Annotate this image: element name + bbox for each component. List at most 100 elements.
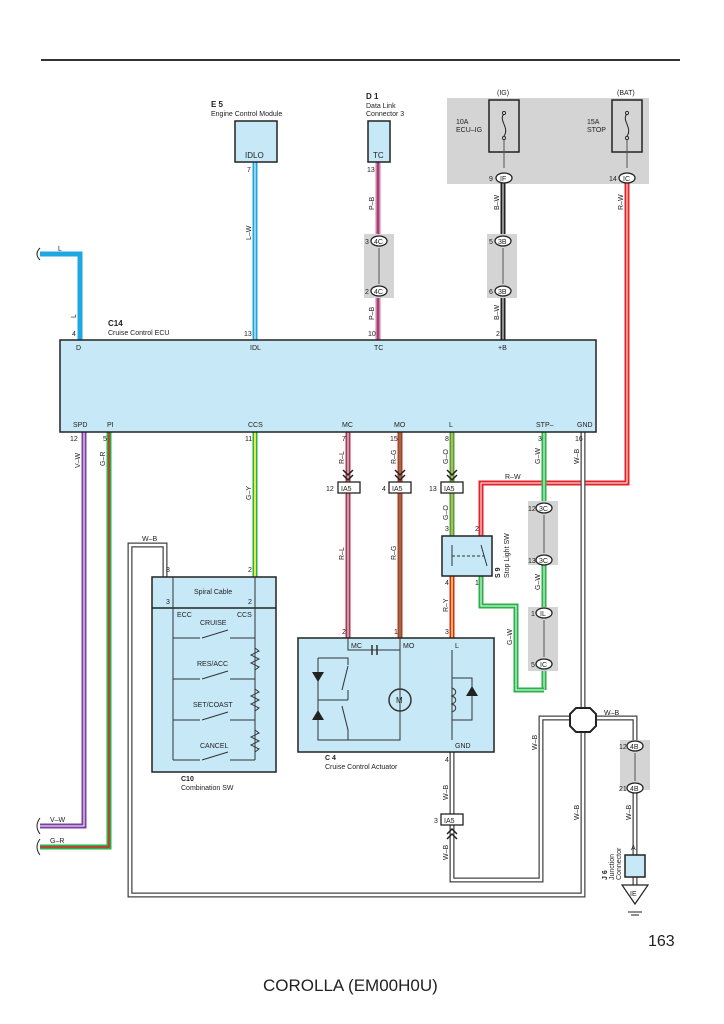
svg-text:IC: IC: [540, 662, 547, 669]
dlc-name1: Data Link: [366, 103, 396, 110]
stop-light-switch: [441, 535, 493, 577]
page-number: 163: [648, 933, 675, 950]
ecm-box: [234, 120, 278, 163]
ecu-pin-spd: SPD: [73, 422, 87, 429]
svg-text:12: 12: [326, 486, 334, 493]
fuse-bat-rating: 15A: [587, 119, 600, 126]
ecu-code: C14: [108, 319, 123, 328]
svg-text:R–G: R–G: [391, 450, 398, 464]
ecu-pin-mo-num: 15: [390, 436, 398, 443]
svg-text:12: 12: [619, 744, 627, 751]
svg-text:P–B: P–B: [369, 306, 376, 320]
fuse-block-shade: [447, 98, 649, 184]
ecu-pin-mc-num: 7: [342, 436, 346, 443]
ecm-code: E 5: [211, 100, 224, 109]
combo-top-pin-left: 3: [166, 567, 170, 574]
ecm-name: Engine Control Module: [211, 111, 282, 118]
svg-text:3B: 3B: [498, 289, 507, 296]
svg-text:IA5: IA5: [392, 486, 403, 493]
act-pin-mo: MO: [403, 643, 415, 650]
footer-model: COROLLA (EM00H0U): [263, 976, 438, 995]
ecu-pin-idl: IDL: [250, 345, 261, 352]
ecu-pin-tc: TC: [374, 345, 383, 352]
ecc-label: ECC: [177, 612, 192, 619]
svg-text:G–R: G–R: [50, 838, 64, 845]
svg-text:4B: 4B: [630, 744, 639, 751]
act-pin-mc: MC: [351, 643, 362, 650]
svg-text:W–B: W–B: [626, 805, 633, 821]
svg-text:5: 5: [531, 662, 535, 669]
sls-pin-2: 2: [475, 526, 479, 533]
svg-text:6: 6: [489, 289, 493, 296]
switch-res-acc: RES/ACC: [197, 661, 228, 668]
svg-text:B–W: B–W: [494, 194, 501, 210]
svg-text:13: 13: [528, 558, 536, 565]
motor-icon: M: [396, 696, 403, 705]
fuse-bat-connector-pin: 14: [609, 176, 617, 183]
spiral-cable-label: Spiral Cable: [194, 589, 232, 596]
dlc-code: D 1: [366, 92, 379, 101]
svg-text:W–B: W–B: [574, 449, 581, 465]
fuse-bat-source: (BAT): [617, 90, 635, 97]
svg-text:L: L: [58, 246, 62, 253]
connector-ovals: [370, 172, 644, 794]
ecu-pin-stp-num: 3: [538, 436, 542, 443]
fuse-bat-connector: IC: [623, 176, 630, 183]
ecm-pin-name: IDLO: [245, 151, 264, 160]
svg-text:3C: 3C: [539, 506, 548, 513]
ecu-pin-ccs-num: 11: [245, 436, 252, 443]
dlc-pin: 13: [367, 167, 375, 174]
svg-text:L–W: L–W: [246, 225, 253, 240]
svg-text:R–L: R–L: [339, 547, 346, 560]
svg-text:L: L: [71, 314, 78, 318]
svg-text:IL: IL: [540, 611, 546, 618]
ia5-chevrons: [342, 469, 458, 840]
svg-text:IA5: IA5: [444, 818, 455, 825]
ecu-pin-spd-num: 12: [70, 436, 78, 443]
ecu-pin-gnd: GND: [577, 422, 593, 429]
act-pin-gnd: GND: [455, 743, 471, 750]
act-code: C 4: [325, 755, 336, 762]
fuse-ig-name: ECU–IG: [456, 127, 482, 134]
sls-pin-3: 3: [445, 526, 449, 533]
ecu-pin-l-num: 8: [445, 436, 449, 443]
act-num-mc: 2: [342, 629, 346, 636]
ecu-pin-idl-num: 13: [244, 331, 252, 338]
ecu-pin-d-num: 4: [72, 331, 76, 338]
ccs-label: CCS: [237, 612, 252, 619]
svg-text:R–L: R–L: [339, 451, 346, 464]
act-num-l: 3: [445, 629, 449, 636]
ecu-pin-d: D: [76, 345, 81, 352]
fuse-stop: [611, 99, 643, 168]
svg-text:V–W: V–W: [50, 817, 66, 824]
splice-point: [569, 707, 597, 733]
ecu-pin-pi: PI: [107, 422, 114, 429]
ecm-pin: 7: [247, 167, 251, 174]
fuse-bat-name: STOP: [587, 127, 606, 134]
svg-text:G–W: G–W: [507, 629, 514, 645]
combo-spiral-pin-right: 2: [248, 599, 252, 606]
combo-code: C10: [181, 776, 194, 783]
ia5-boxes: [337, 481, 464, 826]
switch-cruise: CRUISE: [200, 620, 227, 627]
svg-text:3C: 3C: [539, 558, 548, 565]
wire-wb: [127, 432, 638, 898]
svg-text:G–O: G–O: [443, 449, 450, 464]
svg-text:B–W: B–W: [494, 304, 501, 320]
svg-text:G–Y: G–Y: [246, 486, 253, 500]
ecu-pin-gnd-num: 16: [575, 436, 583, 443]
sls-name: Stop Light SW: [504, 533, 511, 578]
svg-text:2: 2: [365, 289, 369, 296]
svg-text:R–G: R–G: [391, 546, 398, 560]
wire-labels: L L L–W P–B P–B B–W B–W R–W R–W V–W G–R …: [50, 194, 633, 860]
dlc-pin-name: TC: [373, 151, 384, 160]
svg-text:4: 4: [382, 486, 386, 493]
act-pin-l: L: [455, 643, 459, 650]
act-name: Cruise Control Actuator: [325, 764, 398, 771]
switch-set-coast: SET/COAST: [193, 702, 233, 709]
jc-name1: Junction: [609, 854, 616, 880]
switch-cancel: CANCEL: [200, 743, 229, 750]
wire-gr: [40, 432, 112, 850]
svg-text:W–B: W–B: [443, 845, 450, 861]
ecu-pin-stp: STP–: [536, 422, 554, 429]
